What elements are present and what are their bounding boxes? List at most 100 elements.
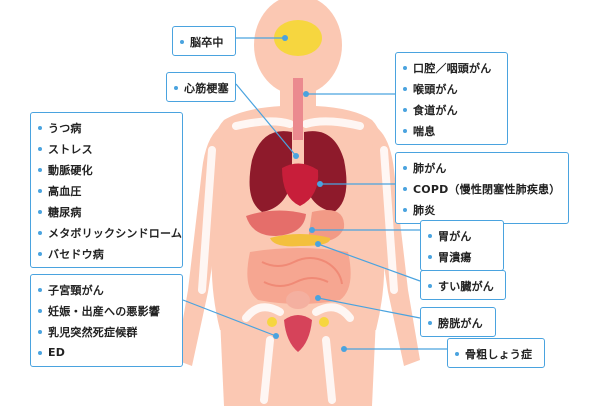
label-text: 喘息 — [413, 124, 436, 138]
label-text: うつ病 — [48, 121, 82, 135]
bullet-dot — [403, 186, 407, 191]
label-text: 高血圧 — [48, 184, 82, 198]
label-text: 骨粗しょう症 — [465, 347, 533, 361]
label-text: COPD（慢性閉塞性肺疾患） — [413, 182, 561, 196]
label-text: すい臓がん — [438, 279, 494, 293]
label-text: 糖尿病 — [48, 205, 82, 219]
label-reproductive: 子宮頸がん妊娠・出産への悪影響乳児突然死症候群 ED — [30, 274, 183, 367]
bullet-dot — [403, 128, 407, 133]
label-text: ストレス — [48, 142, 93, 156]
leader-lines — [182, 37, 447, 350]
bullet-dot — [38, 146, 42, 151]
label-item: メタボリックシンドローム — [38, 222, 182, 243]
bullet-dot — [38, 308, 42, 313]
bullet-dot — [403, 65, 407, 70]
label-heart: 心筋梗塞 — [166, 72, 236, 102]
label-item: 口腔／咽頭がん — [403, 57, 501, 78]
label-text: 膀胱がん — [438, 316, 483, 330]
stomach-organ — [308, 210, 345, 242]
bullet-dot — [403, 165, 407, 170]
label-stomach: 胃がん胃潰瘍 — [420, 220, 504, 271]
label-item: 子宮頸がん — [38, 279, 176, 300]
liver-organ — [246, 210, 306, 236]
bullet-dot — [38, 209, 42, 214]
label-text: メタボリックシンドローム — [48, 226, 183, 240]
label-pancreas: すい臓がん — [420, 270, 506, 300]
bullet-dot — [38, 329, 42, 334]
uterus-organ — [284, 315, 312, 352]
label-mouth: 口腔／咽頭がん喉頭がん食道がん喘息 — [395, 52, 508, 145]
label-item: ストレス — [38, 138, 176, 159]
label-text: 子宮頸がん — [48, 283, 104, 297]
label-item: バセドウ病 — [38, 243, 176, 264]
label-item: 脳卒中 — [180, 31, 229, 52]
brain-organ — [274, 20, 322, 56]
label-item: 喉頭がん — [403, 78, 501, 99]
label-text: 肺がん — [413, 161, 447, 175]
label-text: 心筋梗塞 — [184, 81, 229, 95]
label-item: 胃がん — [428, 225, 497, 246]
bullet-dot — [38, 167, 42, 172]
label-item: 胃潰瘍 — [428, 246, 497, 267]
label-text: ED — [48, 346, 66, 359]
pancreas-organ — [270, 234, 331, 247]
label-item: 肺炎 — [403, 199, 562, 220]
skeleton — [198, 117, 398, 404]
label-item: うつ病 — [38, 117, 176, 138]
label-item: 肺がん — [403, 157, 562, 178]
label-text: 脳卒中 — [190, 35, 224, 49]
label-item: 乳児突然死症候群 — [38, 321, 176, 342]
label-item: 妊娠・出産への悪影響 — [38, 300, 176, 321]
bullet-dot — [428, 283, 432, 288]
bullet-dot — [403, 107, 407, 112]
label-text: 喉頭がん — [413, 82, 458, 96]
label-item: 膀胱がん — [428, 312, 489, 333]
bullet-dot — [403, 86, 407, 91]
label-item: 糖尿病 — [38, 201, 176, 222]
bladder-organ — [286, 291, 310, 309]
label-item: 高血圧 — [38, 180, 176, 201]
lung-right-organ — [304, 131, 347, 212]
label-text: 食道がん — [413, 103, 458, 117]
bullet-dot — [428, 233, 432, 238]
label-bone: 骨粗しょう症 — [447, 338, 545, 368]
bullet-dot — [455, 351, 459, 356]
ovary-right-organ — [319, 317, 329, 327]
label-item: 喘息 — [403, 120, 501, 141]
label-bladder: 膀胱がん — [420, 307, 496, 337]
bullet-dot — [403, 207, 407, 212]
label-text: 動脈硬化 — [48, 163, 93, 177]
bullet-dot — [180, 39, 184, 44]
label-item: 骨粗しょう症 — [455, 343, 538, 364]
bullet-dot — [428, 254, 432, 259]
label-systemic: うつ病ストレス動脈硬化高血圧糖尿病メタボリックシンドロームバセドウ病 — [30, 112, 183, 268]
trachea-organ — [293, 78, 303, 140]
label-item: COPD（慢性閉塞性肺疾患） — [403, 178, 562, 199]
bullet-dot — [38, 287, 42, 292]
label-text: 口腔／咽頭がん — [413, 61, 492, 75]
ovary-left-organ — [267, 317, 277, 327]
bullet-dot — [38, 230, 42, 235]
bullet-dot — [38, 125, 42, 130]
bullet-dot — [38, 188, 42, 193]
label-text: 胃がん — [438, 229, 472, 243]
label-item: 心筋梗塞 — [174, 77, 229, 98]
intestine-coils — [261, 257, 343, 287]
lung-left-organ — [249, 131, 292, 212]
bullet-dot — [38, 350, 42, 355]
bullet-dot — [38, 251, 42, 256]
label-brain: 脳卒中 — [172, 26, 236, 56]
label-item: 動脈硬化 — [38, 159, 176, 180]
label-item: すい臓がん — [428, 275, 499, 296]
label-lung: 肺がん COPD（慢性閉塞性肺疾患） 肺炎 — [395, 152, 569, 224]
bullet-dot — [428, 320, 432, 325]
label-text: 胃潰瘍 — [438, 250, 472, 264]
label-text: 肺炎 — [413, 203, 436, 217]
label-item: 食道がん — [403, 99, 501, 120]
target-dots — [273, 35, 347, 352]
bullet-dot — [174, 85, 178, 90]
label-item: ED — [38, 342, 176, 363]
heart-organ — [282, 163, 319, 206]
